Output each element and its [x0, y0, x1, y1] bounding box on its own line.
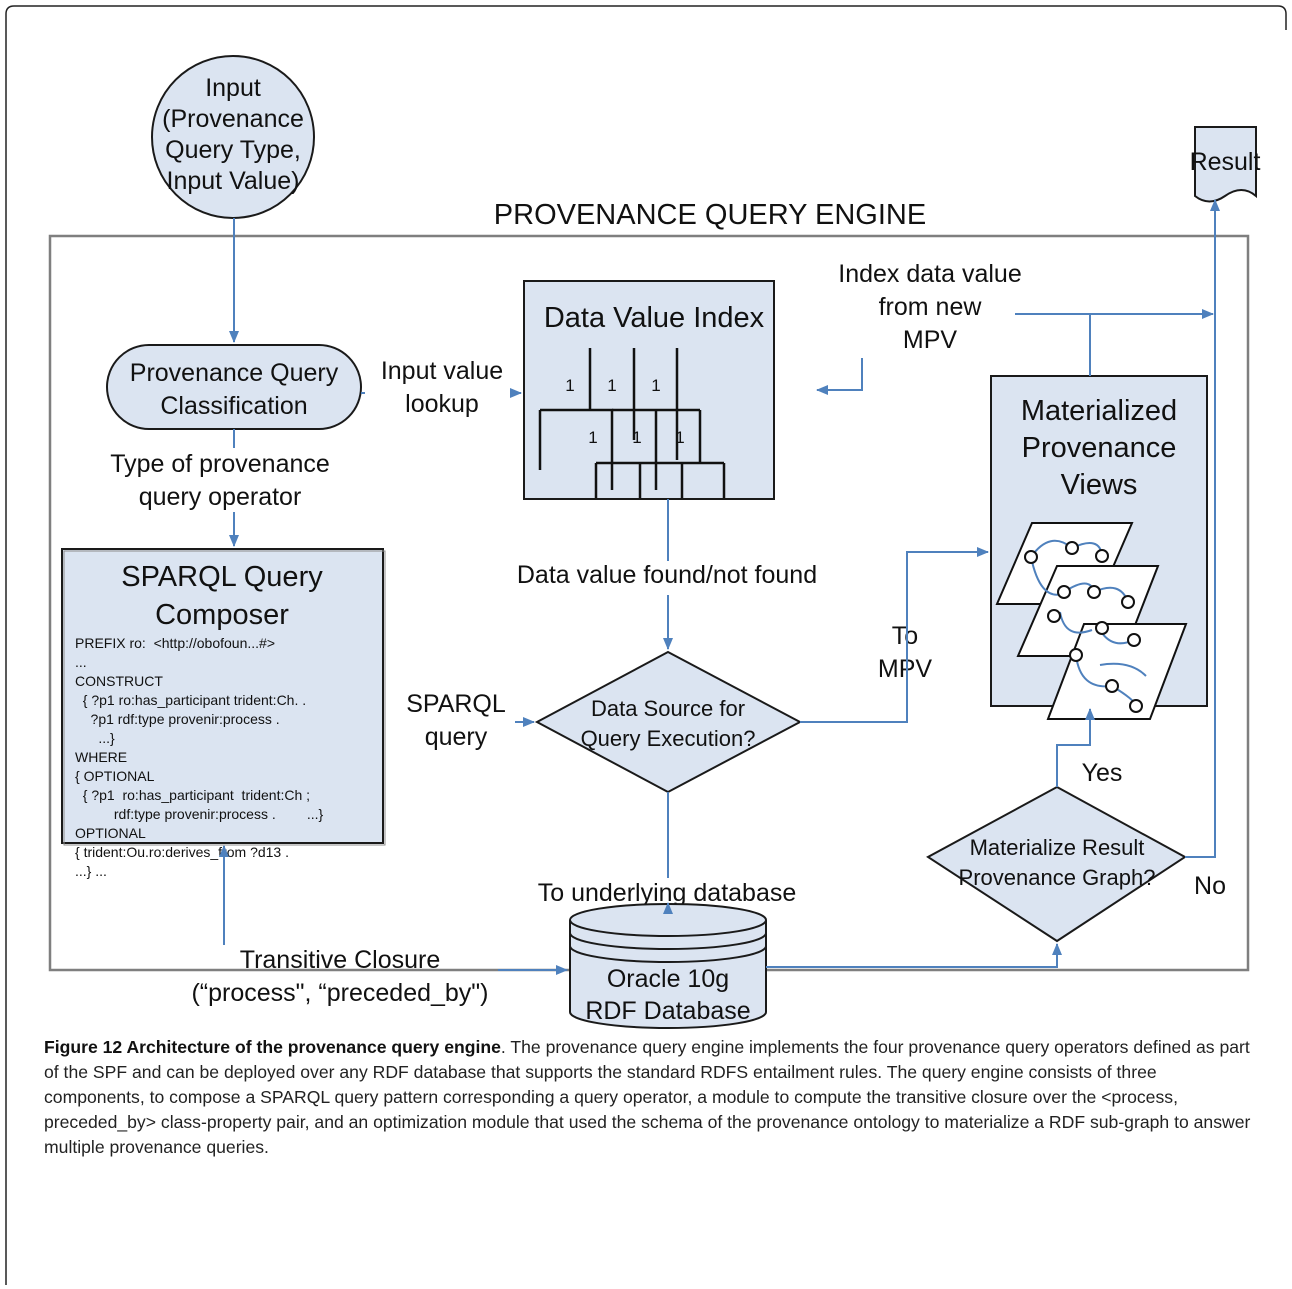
index-tree: [538, 348, 726, 498]
input-node-line-4: Input Value): [167, 167, 300, 195]
yes-label: Yes: [1082, 759, 1123, 787]
arrow-index-new-mpv: [816, 358, 863, 395]
sparql-code-line: { trident:Ou.ro:derives_from ?d13 .: [75, 844, 289, 860]
sparql-composer-title-line-2: Composer: [155, 599, 289, 631]
data-value-found-label: Data value found/not found: [517, 561, 817, 589]
figure-caption: Figure 12 Architecture of the provenance…: [44, 1035, 1258, 1160]
arrow-db-to-materialize: [766, 943, 1062, 968]
svg-text:{ ?p1 ro:has_participant tride: { ?p1 ro:has_participant trident:Ch. .: [75, 692, 306, 708]
data-source-decision-node: [534, 650, 803, 794]
oracle-db-line-2: RDF Database: [585, 997, 750, 1025]
to-mpv-line-2: MPV: [878, 655, 933, 683]
index-new-mpv-line-1: Index data value: [838, 260, 1021, 288]
input-node-line-3: Query Type,: [165, 136, 301, 164]
engine-title: PROVENANCE QUERY ENGINE: [494, 199, 926, 231]
data-value-index-title: Data Value Index: [544, 302, 765, 334]
to-underlying-db-label: To underlying database: [538, 879, 797, 907]
sparql-query-line-2: query: [425, 723, 488, 751]
tick-label-1: 1: [565, 376, 574, 395]
arrow-materialize-no-to-result: [1185, 199, 1220, 858]
tick-label-5: 1: [632, 428, 641, 447]
transitive-closure-line-2: (“process", “preceded_by"): [191, 979, 488, 1007]
result-label: Result: [1190, 148, 1261, 176]
tick-label-4: 1: [588, 428, 597, 447]
tick-label-6: 1: [675, 428, 684, 447]
mpv-graph-nodes: [1024, 541, 1143, 713]
tick-label-2: 1: [607, 376, 616, 395]
input-node-line-1: Input: [205, 74, 261, 102]
svg-text:CONSTRUCT: CONSTRUCT: [75, 673, 163, 689]
svg-text:{ ?p1 ro:has_participant tri: { ?p1 ro:has_participant trident:Ch ;: [75, 787, 310, 803]
materialize-line-1: Materialize Result: [970, 835, 1145, 860]
data-source-line-2: Query Execution?: [581, 726, 756, 751]
arrow-decision-to-mpv: [800, 547, 989, 723]
to-mpv-line-1: To: [892, 622, 918, 650]
materialize-decision-node: [926, 785, 1187, 943]
oracle-db-node: [569, 903, 767, 1029]
connectors: [219, 199, 1220, 975]
index-new-mpv-line-2: from new: [879, 293, 983, 321]
data-source-line-1: Data Source for: [591, 696, 745, 721]
input-value-lookup-line-1: Input value: [381, 357, 503, 385]
mpv-line-3: Views: [1061, 469, 1138, 501]
caption-title: Figure 12 Architecture of the provenance…: [44, 1037, 501, 1057]
materialize-line-2: Provenance Graph?: [959, 865, 1156, 890]
svg-text:OPTIONAL: OPTIONAL: [75, 825, 146, 841]
svg-text:?p1 rdf:type provenir:process: ?p1 rdf:type provenir:process .: [75, 711, 280, 727]
arrow-materialize-yes: [1056, 708, 1095, 787]
oracle-db-line-1: Oracle 10g: [607, 965, 729, 993]
architecture-diagram: PROVENANCE QUERY ENGINE Input (Provenanc…: [48, 55, 1261, 1029]
input-value-lookup-line-2: lookup: [405, 390, 479, 418]
svg-text:WHERE: WHERE: [75, 749, 127, 765]
mpv-graph-layers: [995, 522, 1188, 720]
svg-text:PREFIX ro: <http://obofoun...: PREFIX ro: <http://obofoun...#>: [75, 635, 275, 651]
index-new-mpv-line-3: MPV: [903, 326, 958, 354]
mpv-line-2: Provenance: [1022, 432, 1177, 464]
sparql-composer-title-line-1: SPARQL Query: [121, 561, 323, 593]
caption-text: . The provenance query engine implements…: [44, 1037, 1251, 1157]
svg-text:...: ...: [75, 654, 87, 670]
sparql-code: PREFIX ro: <http://obofoun...#> ... CONS…: [75, 635, 324, 879]
type-of-operator-line-1: Type of provenance: [110, 450, 330, 478]
sparql-composer-node: [61, 548, 384, 844]
type-of-operator-line-2: query operator: [139, 483, 302, 511]
input-node-line-2: (Provenance: [162, 105, 304, 133]
tick-label-3: 1: [651, 376, 660, 395]
transitive-closure-line-1: Transitive Closure: [240, 946, 441, 974]
classification-line-1: Provenance Query: [130, 359, 339, 387]
classification-line-2: Classification: [160, 392, 307, 420]
sparql-query-line-1: SPARQL: [406, 690, 506, 718]
no-label: No: [1194, 872, 1226, 900]
svg-text:{ OPTIONAL: { OPTIONAL: [75, 768, 155, 784]
svg-text:...}: ...}: [75, 730, 115, 746]
result-node: [1194, 126, 1257, 203]
mpv-line-1: Materialized: [1021, 395, 1177, 427]
sparql-code-line: ...} ...: [75, 863, 107, 879]
svg-text:rdf:type provenir:process .: rdf:type provenir:process . ...}: [75, 806, 324, 822]
